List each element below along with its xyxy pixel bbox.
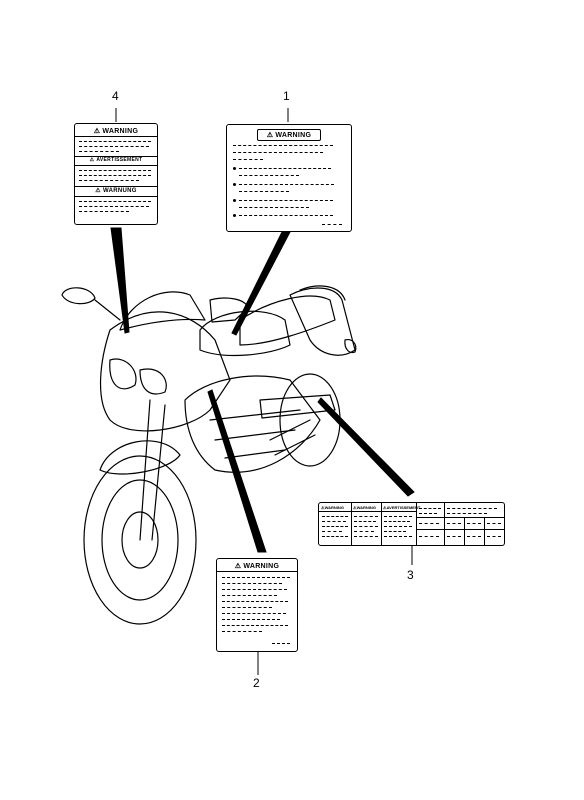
callout-number-1: 1 (283, 89, 290, 103)
swingarm (269, 419, 316, 456)
side-fairing (184, 375, 321, 473)
front-fender (99, 440, 181, 475)
label-1-heading: ⚠WARNING (257, 129, 321, 141)
seat (239, 295, 336, 346)
tank-detail (209, 297, 249, 323)
label-3-heading-a: ⚠WARNING (321, 505, 344, 510)
rear-light (344, 339, 357, 354)
fuel-tank (199, 310, 291, 357)
warning-label-3: ⚠WARNING ⚠WARNING ⚠AVERTISSEMENT (318, 502, 505, 546)
callout-number-3: 3 (407, 568, 414, 582)
label-4-heading-c: ⚠WARNUNG (95, 188, 137, 194)
label-4-heading-a: ⚠WARNING (93, 128, 139, 135)
pointer-4 (110, 227, 130, 334)
label-3-heading-c: ⚠AVERTISSEMENT (383, 505, 421, 510)
label-4-heading-b: ⚠AVERTISSEMENT (89, 157, 143, 163)
pointer-1 (231, 231, 291, 336)
callout-number-2: 2 (253, 676, 260, 690)
windscreen (119, 291, 206, 331)
headlight (109, 358, 137, 390)
front-fork (139, 399, 166, 541)
front-tire (83, 455, 197, 625)
pointer-3 (317, 397, 415, 497)
label-2-heading: ⚠WARNING (234, 563, 280, 570)
warning-label-1: ⚠WARNING (226, 124, 352, 232)
label-1-heading-text: WARNING (275, 132, 312, 139)
front-hub (121, 511, 159, 569)
grab-rail (299, 285, 346, 301)
headlight-2 (139, 368, 167, 395)
exhaust (259, 394, 336, 419)
warning-triangle-icon: ⚠ (234, 563, 242, 570)
label-3-heading-b: ⚠WARNING (353, 505, 376, 510)
warning-label-2: ⚠WARNING (216, 558, 298, 652)
pointer-2 (207, 389, 267, 553)
warning-label-4: ⚠WARNING ⚠AVERTISSEMENT ⚠WARNUNG (74, 123, 158, 225)
warning-triangle-icon: ⚠ (93, 128, 101, 135)
front-fairing (100, 311, 231, 432)
front-rim (101, 479, 179, 601)
mirror (61, 287, 121, 321)
callout-number-4: 4 (112, 89, 119, 103)
warning-triangle-icon: ⚠ (266, 132, 274, 139)
